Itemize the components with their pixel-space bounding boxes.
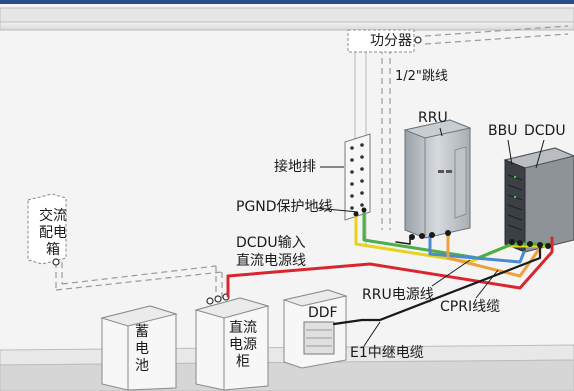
power-splitter-label: 功分器 bbox=[370, 33, 412, 49]
top-bar bbox=[0, 0, 574, 4]
ac-box-label: 交流配电箱 bbox=[39, 208, 67, 258]
cable-conduits bbox=[55, 25, 569, 298]
ac-distribution-box bbox=[27, 193, 67, 266]
dc-cabinet-label: 直流电源柜 bbox=[229, 320, 257, 370]
dcdu-input-label-line1: DCDU输入 bbox=[236, 235, 306, 251]
bbu-dcdu-cabinet bbox=[503, 147, 574, 253]
rru-unit bbox=[403, 119, 472, 239]
ground-bar-label: 接地排 bbox=[274, 159, 316, 175]
rru-power-label: RRU电源线 bbox=[362, 287, 434, 303]
battery-label: 蓄电池 bbox=[135, 324, 149, 374]
leader-lines bbox=[315, 127, 545, 347]
ddf-cabinet bbox=[282, 289, 348, 369]
power-splitter bbox=[347, 29, 422, 53]
dcdu-label: DCDU bbox=[524, 123, 566, 139]
bbu-label: BBU bbox=[488, 123, 518, 139]
e1-cable-label: E1中继电缆 bbox=[350, 345, 424, 361]
rru-label: RRU bbox=[418, 110, 448, 126]
battery-cabinet bbox=[100, 305, 178, 391]
pgnd-label: PGND保护地线 bbox=[236, 199, 333, 215]
cables bbox=[226, 208, 554, 326]
ddf-label: DDF bbox=[308, 305, 338, 321]
jumper-label: 1/2"跳线 bbox=[395, 69, 448, 84]
connection-points bbox=[353, 207, 551, 249]
cpri-label: CPRI线缆 bbox=[440, 299, 501, 315]
ceiling-slab bbox=[0, 7, 574, 31]
dcdu-input-label-line2: 直流电源线 bbox=[236, 253, 306, 269]
ground-bar bbox=[344, 133, 371, 221]
